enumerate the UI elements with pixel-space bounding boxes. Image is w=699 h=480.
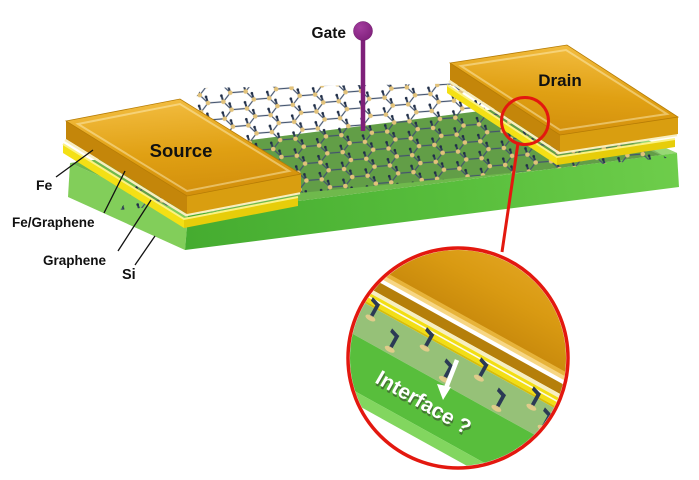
drain-label: Drain bbox=[538, 71, 581, 90]
lens-content: Interface ? Interface ? bbox=[350, 250, 566, 466]
source-fe-graphene-layer bbox=[62, 143, 299, 228]
magnifier-connector-line bbox=[500, 142, 520, 253]
source-gap-line bbox=[64, 138, 301, 217]
source-electrode: Source bbox=[62, 98, 303, 228]
interface-arrow-icon bbox=[437, 359, 460, 400]
fe-label: Fe bbox=[36, 177, 53, 193]
source-label: Source bbox=[150, 140, 213, 161]
graphene-label: Graphene bbox=[43, 253, 107, 268]
leader-line-graphene bbox=[117, 199, 152, 252]
leader-line-si bbox=[134, 235, 156, 266]
highlight-ring-icon bbox=[500, 96, 550, 146]
magnifier-lens-ring bbox=[346, 246, 570, 470]
fe-graphene-label: Fe/Graphene bbox=[12, 215, 95, 230]
magnifier-lens: Interface ? Interface ? bbox=[346, 246, 570, 470]
leader-line-fe-graphene bbox=[103, 170, 126, 214]
source-gold-slab bbox=[64, 98, 303, 214]
si-label: Si bbox=[122, 267, 136, 283]
layer-annotations bbox=[55, 149, 156, 266]
gate-label: Gate bbox=[312, 25, 347, 42]
leader-line-fe bbox=[55, 149, 94, 178]
si-front-face bbox=[185, 153, 679, 250]
gate-pin-icon bbox=[353, 21, 373, 131]
drain-gap-line bbox=[448, 79, 678, 155]
